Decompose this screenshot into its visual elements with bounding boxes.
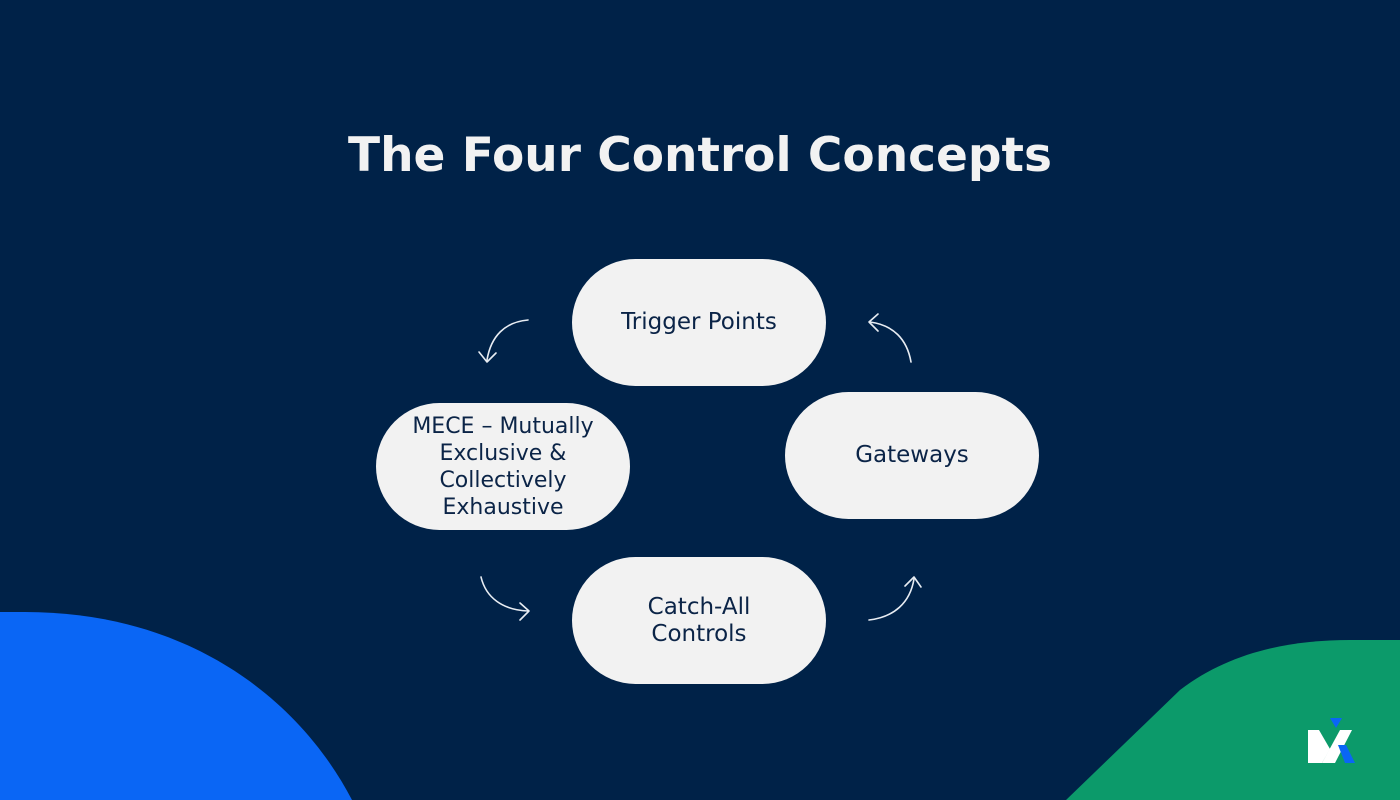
node-label: Trigger Points: [621, 309, 777, 335]
node-trigger-points: Trigger Points: [572, 259, 826, 386]
brand-logo-icon: [1308, 718, 1355, 763]
node-catch-all-controls: Catch-All Controls: [572, 557, 826, 684]
node-label: Catch-All Controls: [647, 593, 751, 647]
blue-corner-shape: [0, 612, 352, 800]
node-gateways: Gateways: [785, 392, 1039, 519]
node-label: Gateways: [855, 442, 969, 468]
page-title: The Four Control Concepts: [348, 128, 1052, 183]
node-label: MECE – Mutually Exclusive & Collectively…: [412, 413, 594, 520]
node-mece: MECE – Mutually Exclusive & Collectively…: [376, 403, 630, 530]
